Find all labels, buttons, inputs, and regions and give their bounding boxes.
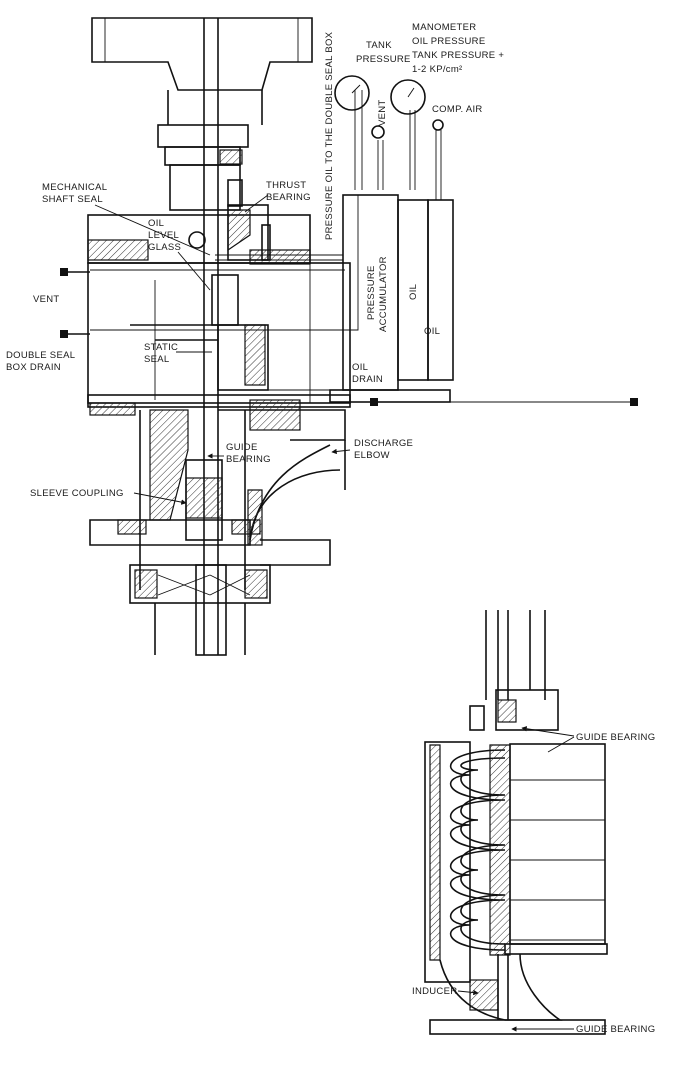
oil-level-glass-label-3: GLASS	[148, 242, 181, 253]
upper-labels: TANK PRESSURE MANOMETER OIL PRESSURE TAN…	[6, 22, 504, 505]
discharge-elbow-label-2: ELBOW	[354, 450, 390, 461]
mechanical-seal-label-1: MECHANICAL	[42, 182, 107, 193]
static-seal-label-1: STATIC	[144, 342, 178, 353]
oil-tank-label: OIL	[408, 284, 419, 300]
upper-pump-drawing	[60, 17, 638, 656]
oil-drain-label-1: OIL	[352, 362, 368, 373]
lower-labels: GUIDE BEARING INDUCER GUIDE BEARING	[412, 726, 655, 1035]
oil-level-glass-label-1: OIL	[148, 218, 164, 229]
tank-pressure-gauge-icon	[334, 75, 370, 111]
manometer-label-1: MANOMETER	[412, 22, 476, 33]
guide-bearing-right-bottom-label: GUIDE BEARING	[576, 1024, 655, 1035]
tank-pressure-label-1: TANK	[366, 40, 392, 51]
pressure-accumulator-label-1: PRESSURE	[366, 265, 377, 320]
manometer-gauge-icon	[390, 79, 426, 115]
vent-top-label: VENT	[377, 99, 388, 126]
comp-air-label: COMP. AIR	[432, 104, 483, 115]
thrust-bearing-label-2: BEARING	[266, 192, 311, 203]
lower-pump-drawing	[424, 610, 608, 1035]
inducer-label: INDUCER	[412, 986, 457, 997]
tank-pressure-label-2: PRESSURE	[356, 54, 411, 65]
manometer-label-4: 1-2 KP/cm²	[412, 64, 463, 75]
oil-drain-label-2: DRAIN	[352, 374, 383, 385]
static-seal-label-2: SEAL	[144, 354, 170, 365]
guide-bearing-right-top-label: GUIDE BEARING	[576, 732, 655, 743]
pressure-accumulator-label-2: ACCUMULATOR	[378, 256, 389, 332]
guide-bearing-upper-label-2: BEARING	[226, 454, 271, 465]
double-seal-drain-label-2: BOX DRAIN	[6, 362, 61, 373]
manometer-label-2: OIL PRESSURE	[412, 36, 485, 47]
vent-valve-icon	[371, 125, 385, 139]
vent-left-label: VENT	[33, 294, 60, 305]
sleeve-coupling-label: SLEEVE COUPLING	[30, 488, 124, 499]
manometer-label-3: TANK PRESSURE +	[412, 50, 504, 61]
comp-air-valve-icon	[432, 119, 444, 131]
thrust-bearing-label-1: THRUST	[266, 180, 306, 191]
pressure-oil-label: PRESSURE OIL TO THE DOUBLE SEAL BOX	[324, 31, 335, 240]
guide-bearing-upper-label-1: GUIDE	[226, 442, 258, 453]
discharge-elbow-label-1: DISCHARGE	[354, 438, 413, 449]
oil-level-glass-label-2: LEVEL	[148, 230, 179, 241]
mechanical-seal-label-2: SHAFT SEAL	[42, 194, 103, 205]
oil-right-label: OIL	[424, 326, 440, 337]
double-seal-drain-label-1: DOUBLE SEAL	[6, 350, 75, 361]
